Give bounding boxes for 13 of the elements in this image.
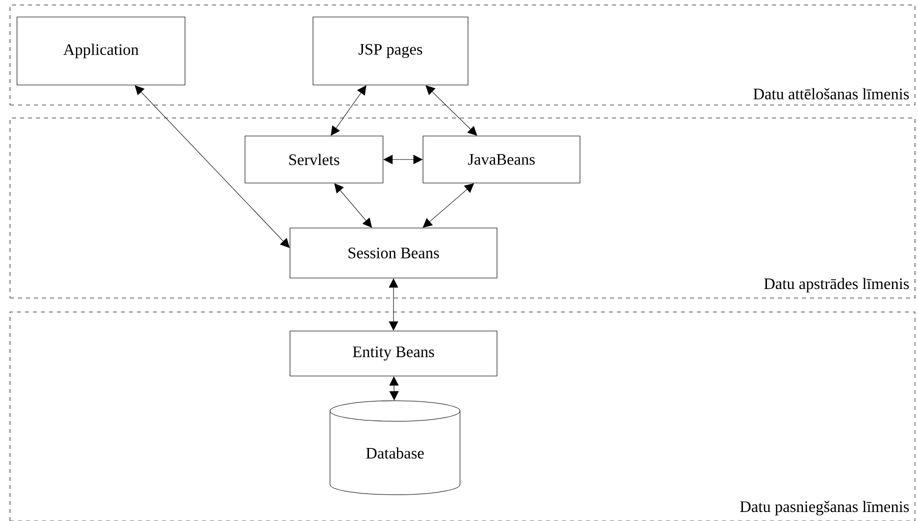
layer-label: Datu attēlošanas līmenis (753, 88, 909, 100)
component-box: Session Beans (290, 228, 498, 278)
component-box: JavaBeans (422, 136, 580, 184)
arrow (426, 85, 478, 136)
layer-label: Datu pasniegšanas līmenis (740, 500, 909, 516)
component-box: Application (16, 16, 186, 86)
component-box: Servlets (244, 136, 384, 184)
arrow (330, 85, 366, 136)
component-box: JSP pages (312, 16, 468, 86)
database-cylinder: Database (330, 400, 460, 495)
layer-label: Datu apstrādes līmenis (764, 278, 909, 292)
arrow (134, 85, 290, 248)
component-box: Entity Beans (290, 330, 498, 376)
